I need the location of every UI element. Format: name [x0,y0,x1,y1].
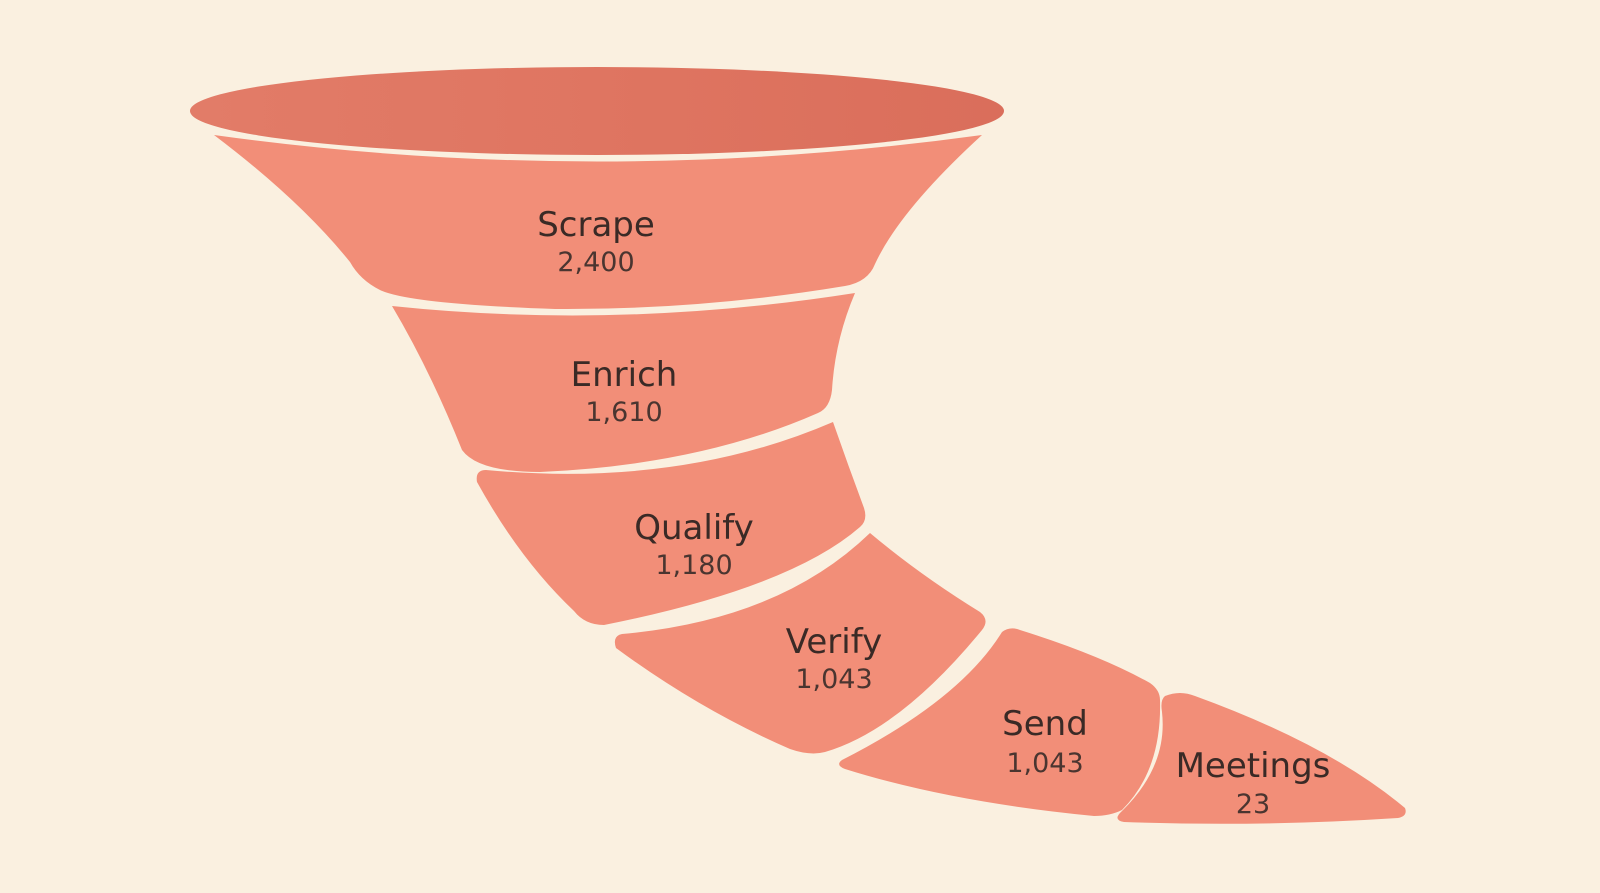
stage-label-send: Send [1002,704,1088,744]
stage-value-verify: 1,043 [795,664,872,695]
stage-value-enrich: 1,610 [585,397,662,428]
funnel-segment-qualify [476,422,866,625]
funnel-segment-verify [614,533,986,754]
stage-label-meetings: Meetings [1176,746,1331,786]
stage-label-qualify: Qualify [634,508,754,548]
funnel-segment-enrich [392,293,855,472]
funnel-rim [190,67,1004,155]
funnel-segment-meetings [1117,693,1406,824]
funnel-segment-scrape [214,135,982,310]
stage-value-send: 1,043 [1006,748,1083,779]
stage-value-scrape: 2,400 [557,247,634,278]
funnel-segment-send [839,628,1161,816]
stage-value-meetings: 23 [1236,789,1270,820]
stage-value-qualify: 1,180 [655,550,732,581]
stage-label-verify: Verify [786,622,882,662]
stage-label-enrich: Enrich [571,355,678,395]
stage-label-scrape: Scrape [537,205,655,245]
